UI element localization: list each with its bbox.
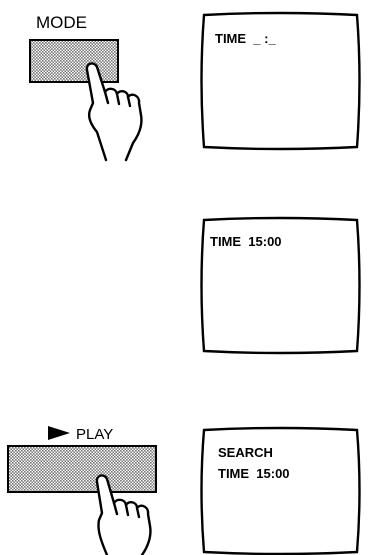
mode-button[interactable] [30,40,118,82]
play-button-label: PLAY [76,426,113,443]
play-triangle-icon [48,426,70,440]
screen-3-line-2: TIME 15:00 [218,466,290,481]
play-button[interactable] [8,446,156,492]
screen-2-text: TIME 15:00 [210,234,282,249]
screen-3-line-1: SEARCH [218,445,273,460]
screen-1-text: TIME _ :_ [215,31,276,46]
mode-button-label: MODE [36,13,87,32]
